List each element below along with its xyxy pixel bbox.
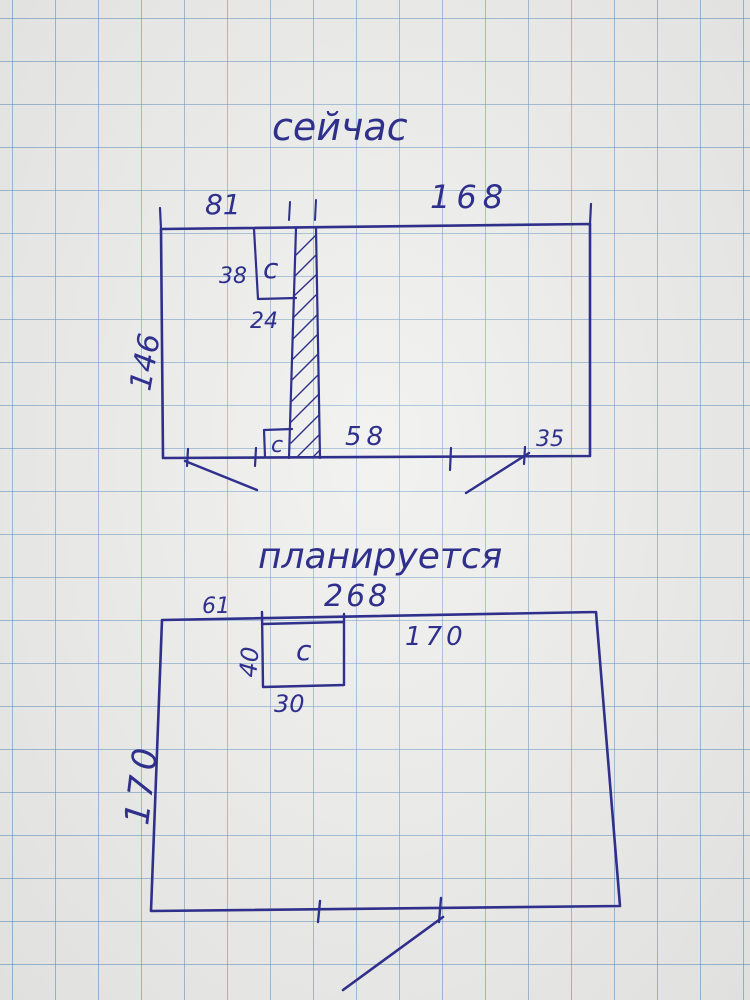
planned-dim-right: 170 <box>405 622 467 652</box>
planned-plan: планируется c 61 268 170 40 30 170 <box>117 536 622 992</box>
planned-dim-height: 170 <box>117 740 167 827</box>
current-bottom-c-box <box>262 427 294 459</box>
current-door-left <box>183 459 259 492</box>
current-bottom-c-label: c <box>271 433 283 458</box>
planned-heading: планируется <box>258 536 502 577</box>
current-heading: сейчас <box>272 105 408 149</box>
current-dim-main-width: 168 <box>430 178 509 216</box>
planned-room-outline <box>149 610 622 913</box>
current-dim-c-width: 24 <box>250 309 278 334</box>
planned-dim-left: 61 <box>202 594 230 619</box>
current-top-ticks <box>288 199 317 221</box>
current-corner-ticks <box>158 202 593 231</box>
planned-dim-total: 268 <box>324 579 390 614</box>
planned-bottom-ticks <box>316 896 443 924</box>
current-bottom-ticks <box>185 445 527 472</box>
current-dim-bottom-middle: 58 <box>345 422 388 452</box>
current-top-c-label: c <box>263 252 279 285</box>
current-plan: сейчас c c 81 168 146 38 24 58 35 <box>123 105 593 495</box>
planned-dim-c-width: 30 <box>274 690 305 718</box>
current-hatched-wall <box>287 226 322 460</box>
current-dim-c-height: 38 <box>219 264 247 289</box>
current-door-right <box>464 451 531 495</box>
current-dim-bottom-right: 35 <box>536 427 564 452</box>
planned-dim-c-height: 40 <box>234 646 265 679</box>
current-top-c-box <box>252 227 298 301</box>
current-room-outline <box>159 222 592 460</box>
planned-c-box <box>260 610 346 689</box>
planned-c-label: c <box>296 634 312 667</box>
planned-door <box>341 915 445 992</box>
current-dim-left-width: 81 <box>205 188 241 221</box>
